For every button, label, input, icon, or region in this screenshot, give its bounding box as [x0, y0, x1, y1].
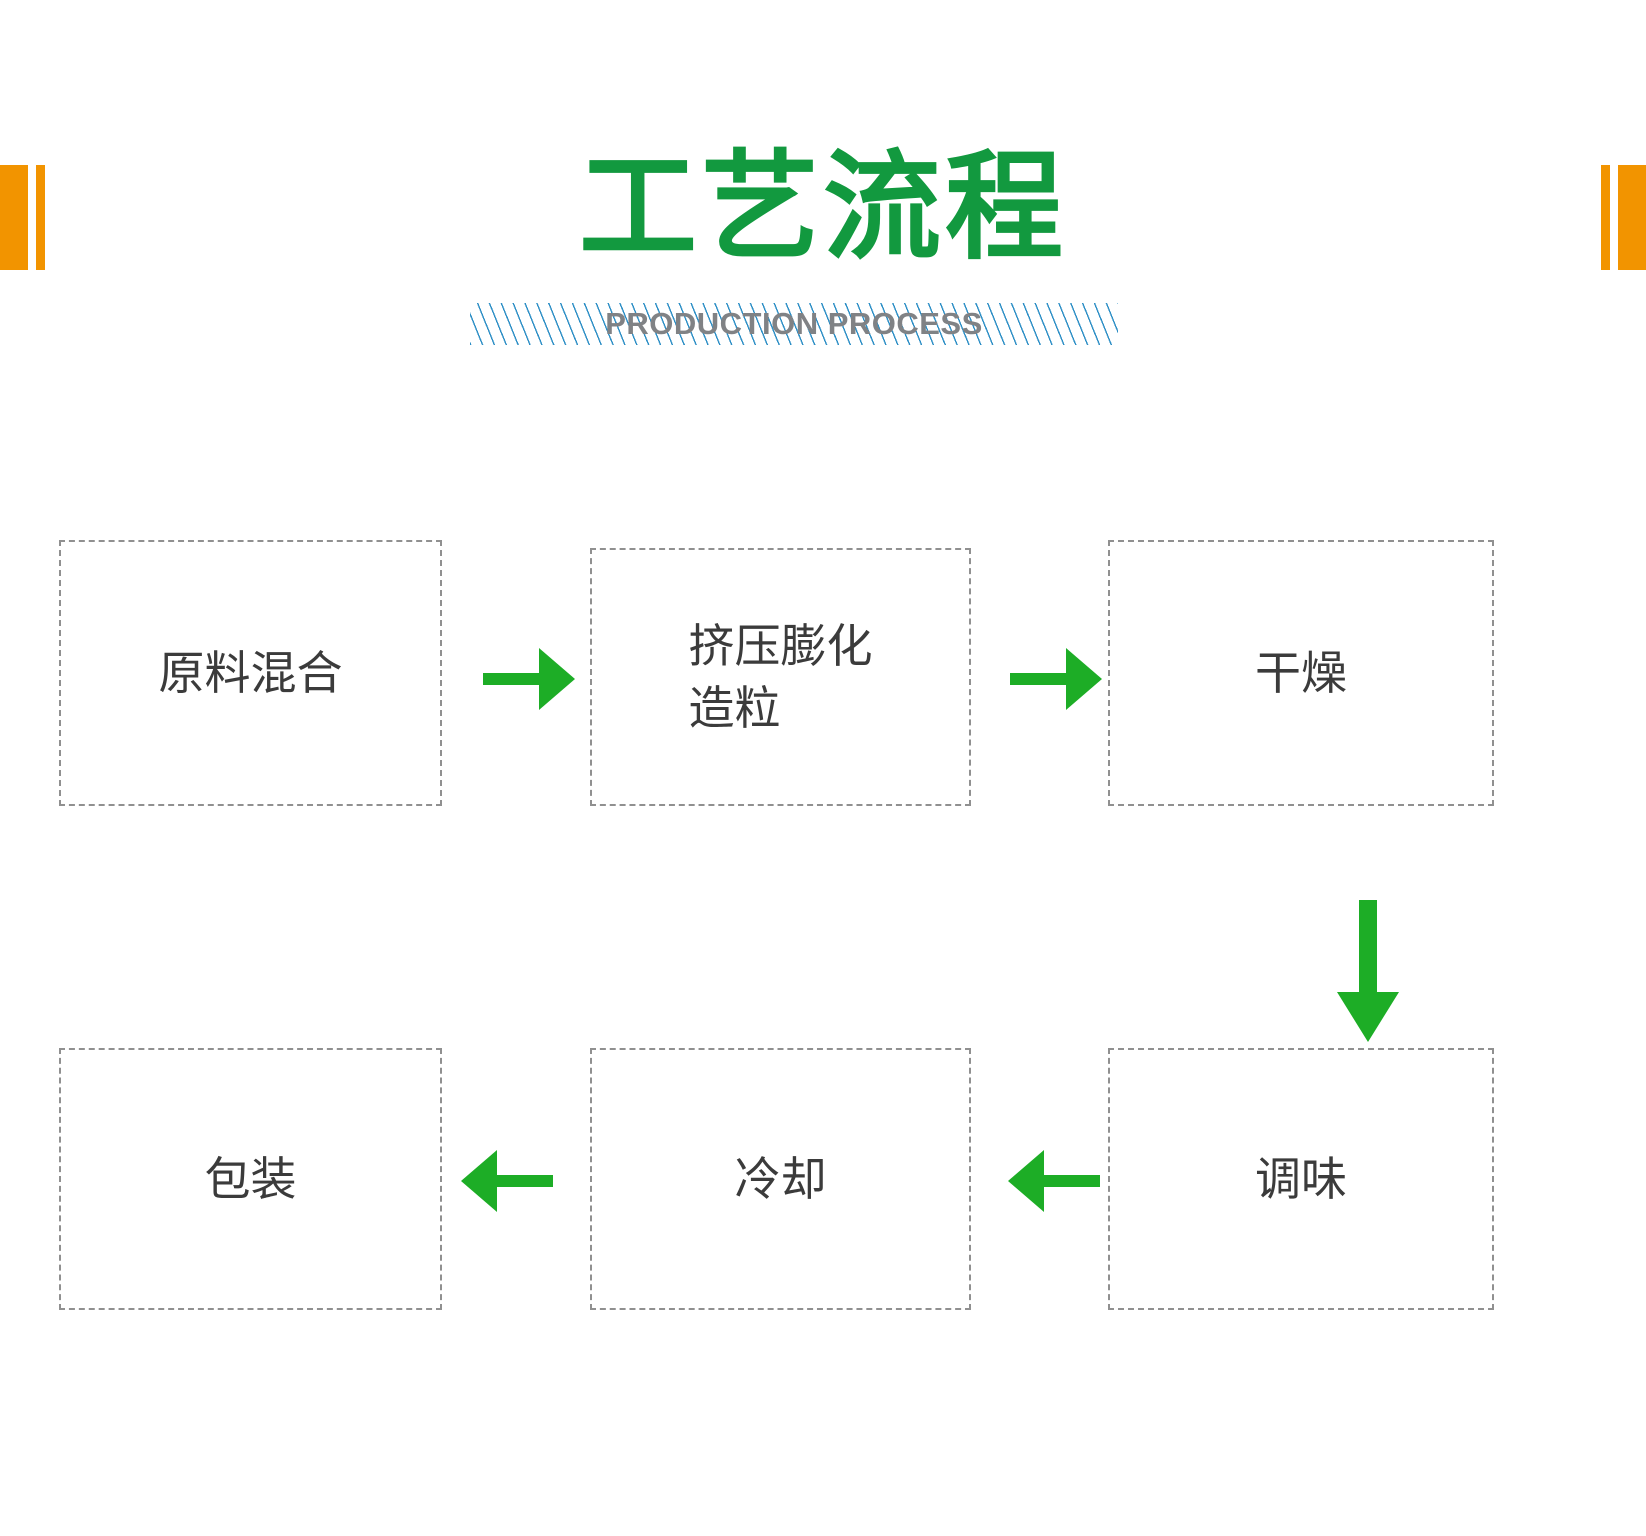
arrow-left-icon: [461, 1150, 553, 1212]
accent-bar-right-thick: [1618, 165, 1646, 270]
process-node-label: 原料混合: [158, 647, 343, 699]
page-subtitle: PRODUCTION PROCESS: [605, 306, 983, 341]
subtitle-band: PRODUCTION PROCESS: [470, 303, 1118, 345]
process-node-label: 包装: [204, 1153, 297, 1205]
process-node-mixing[interactable]: 原料混合: [59, 540, 442, 806]
page-header: 工艺流程 PRODUCTION PROCESS: [0, 0, 1646, 400]
process-node-extrusion[interactable]: 挤压膨化 造粒: [590, 548, 971, 806]
accent-bar-left-thin: [36, 165, 45, 270]
arrow-down-icon: [1337, 900, 1399, 1042]
process-node-seasoning[interactable]: 调味: [1108, 1048, 1494, 1310]
arrow-right-icon: [483, 648, 575, 710]
process-node-label: 调味: [1255, 1153, 1347, 1205]
arrow-left-icon: [1008, 1150, 1100, 1212]
arrow-right-icon: [1010, 648, 1102, 710]
page-title: 工艺流程: [578, 142, 1067, 274]
process-node-label: 干燥: [1255, 647, 1347, 699]
accent-bar-right-thin: [1601, 165, 1610, 270]
diagonal-hatch-pattern: [470, 303, 1118, 345]
accent-bar-left-thick: [0, 165, 28, 270]
process-node-packaging[interactable]: 包装: [59, 1048, 442, 1310]
process-node-drying[interactable]: 干燥: [1108, 540, 1494, 806]
process-node-label: 挤压膨化 造粒: [688, 620, 873, 734]
process-node-label: 冷却: [734, 1153, 827, 1205]
process-node-cooling[interactable]: 冷却: [590, 1048, 971, 1310]
